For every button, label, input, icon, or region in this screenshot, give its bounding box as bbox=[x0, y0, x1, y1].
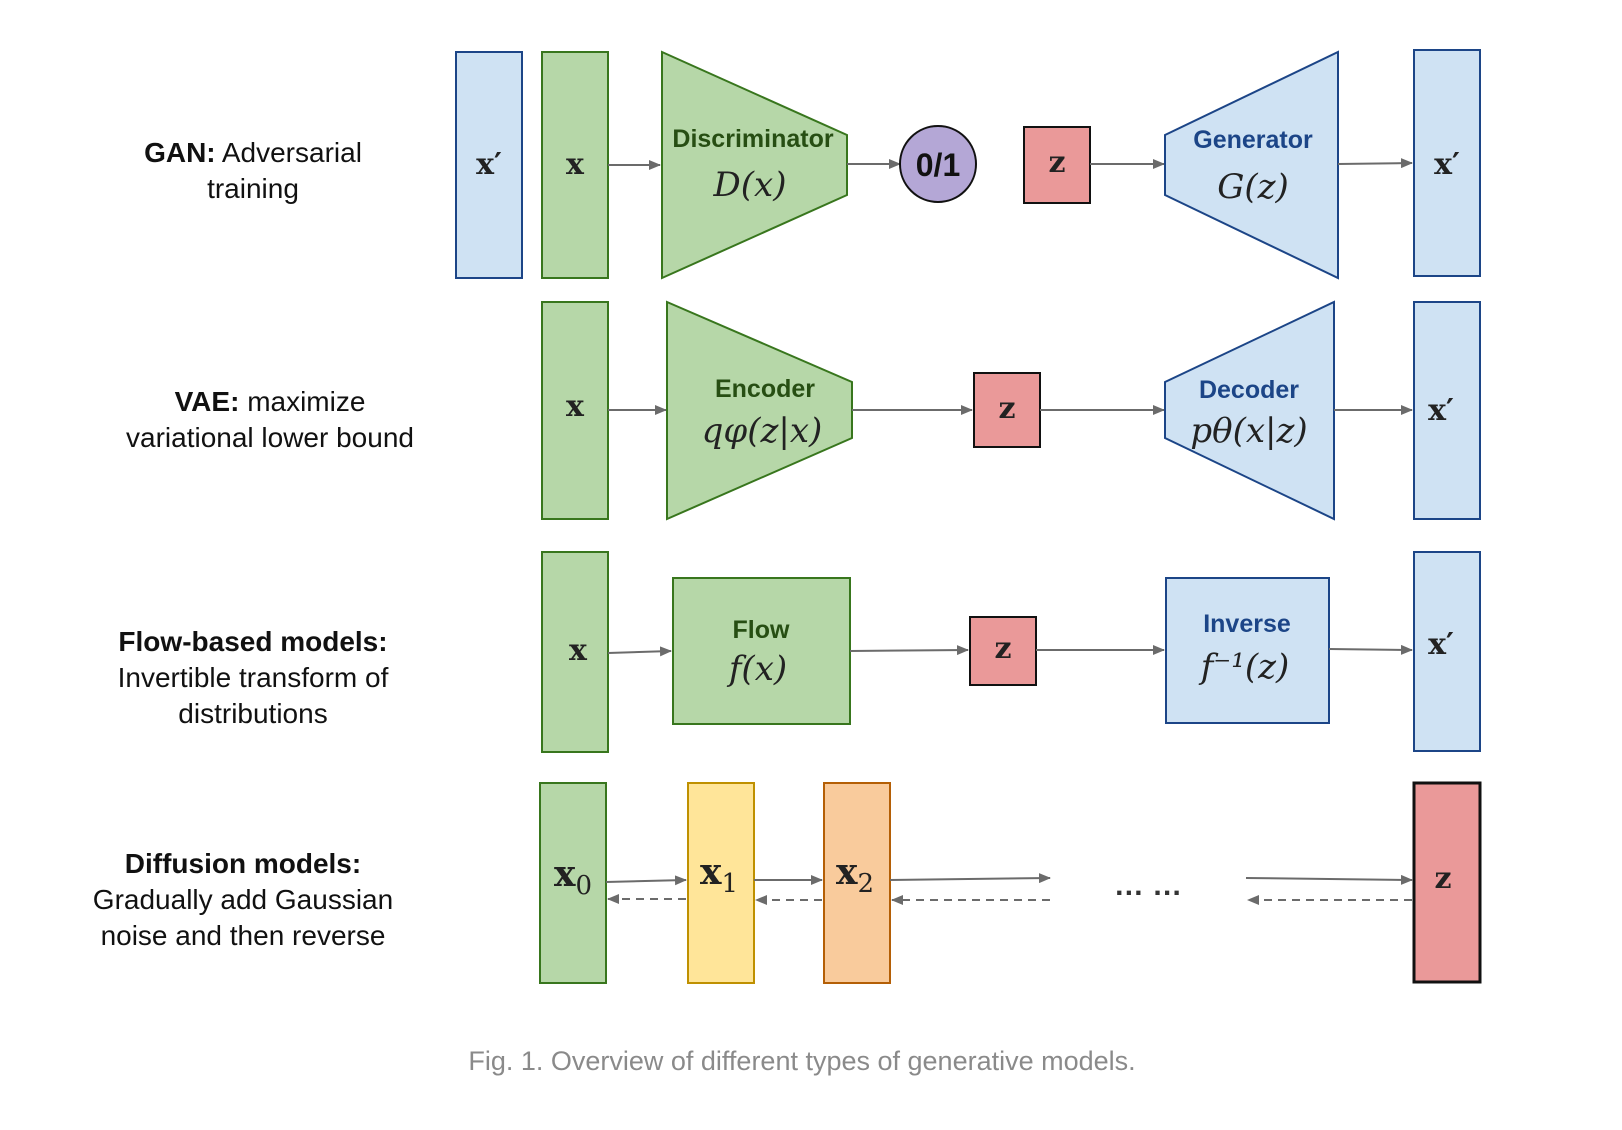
diffusion-x2-block bbox=[823, 782, 891, 984]
diffusion-forward-arrow-to-z bbox=[1245, 874, 1413, 885]
diffusion-x1-block bbox=[687, 782, 755, 984]
generator-title: Generator bbox=[1193, 126, 1313, 154]
generator-math: G(z) bbox=[1217, 167, 1289, 207]
decoder-math: pθ(x|z) bbox=[1190, 411, 1307, 451]
diffusion-row: Diffusion models: Gradually add Gaussian… bbox=[93, 781, 1482, 984]
gan-arrow-to-output-sample bbox=[1337, 158, 1413, 169]
gan-row: GAN: Adversarial training x′ x Discrimin… bbox=[144, 49, 1481, 280]
flow-label-line1: Flow-based models: bbox=[118, 626, 387, 657]
diffusion-label-line1: Diffusion models: bbox=[125, 848, 361, 879]
flow-arrow-to-output bbox=[1328, 644, 1413, 655]
diffusion-x0-label: x0 bbox=[554, 853, 592, 901]
flow-x-prime-label: x′ bbox=[1428, 627, 1454, 662]
flow-row: Flow-based models: Invertible transform … bbox=[118, 551, 1481, 753]
flow-arrow-flow-to-z bbox=[849, 645, 969, 656]
diffusion-forward-arrow-2-on bbox=[889, 873, 1051, 884]
gan-output-node bbox=[899, 125, 977, 203]
vae-x-label: x bbox=[566, 389, 585, 424]
encoder-trapezoid bbox=[666, 300, 853, 521]
discriminator-trapezoid bbox=[661, 50, 848, 280]
diffusion-forward-arrow-0-1 bbox=[605, 875, 687, 886]
gan-generated-sample-block bbox=[1413, 49, 1481, 277]
flow-x-label: x bbox=[569, 633, 588, 668]
vae-z-label: z bbox=[998, 391, 1015, 426]
inverse-title: Inverse bbox=[1203, 610, 1291, 638]
vae-label-line1: VAE: maximize bbox=[175, 386, 366, 417]
figure-caption: Fig. 1. Overview of different types of g… bbox=[468, 1046, 1135, 1076]
gan-x-label: x bbox=[566, 147, 585, 182]
vae-output-block bbox=[1413, 301, 1481, 520]
diffusion-latent-block bbox=[1412, 781, 1482, 984]
flow-math: f(x) bbox=[726, 649, 787, 689]
flow-input-block bbox=[541, 551, 609, 753]
flow-arrow-x-to-flow bbox=[607, 646, 672, 657]
diffusion-z-label: z bbox=[1434, 861, 1451, 896]
encoder-math: qφ(z|x) bbox=[702, 411, 823, 451]
vae-row: VAE: maximize variational lower bound x … bbox=[126, 300, 1481, 521]
inverse-math: f⁻¹(z) bbox=[1198, 647, 1290, 687]
flow-transform-box bbox=[672, 577, 851, 725]
gan-x-prime-label: x′ bbox=[476, 147, 502, 182]
vae-latent-block bbox=[973, 372, 1041, 448]
diffusion-x1-label: x1 bbox=[700, 851, 738, 899]
diffusion-ellipsis: … … bbox=[1114, 869, 1182, 902]
gan-label-line1: GAN: Adversarial bbox=[144, 137, 362, 168]
flow-label-line3: distributions bbox=[178, 698, 327, 729]
gan-z-label: z bbox=[1048, 145, 1065, 180]
diffusion-x2-label: x2 bbox=[836, 851, 874, 899]
generator-trapezoid bbox=[1164, 50, 1339, 280]
gan-output-x-prime-label: x′ bbox=[1434, 147, 1460, 182]
flow-latent-block bbox=[969, 616, 1037, 686]
decoder-title: Decoder bbox=[1199, 376, 1299, 404]
flow-label-line2: Invertible transform of bbox=[118, 662, 389, 693]
flow-title: Flow bbox=[733, 616, 790, 644]
gan-latent-block bbox=[1023, 126, 1091, 204]
gan-input-block bbox=[541, 51, 609, 279]
flow-output-block bbox=[1413, 551, 1481, 752]
discriminator-math: D(x) bbox=[713, 165, 787, 205]
encoder-title: Encoder bbox=[715, 375, 815, 403]
gan-output-label: 0/1 bbox=[916, 147, 960, 183]
diffusion-x0-block bbox=[539, 782, 607, 984]
flow-inverse-box bbox=[1165, 577, 1330, 724]
decoder-trapezoid bbox=[1164, 300, 1335, 521]
vae-label-line2: variational lower bound bbox=[126, 422, 414, 453]
vae-x-prime-label: x′ bbox=[1428, 393, 1454, 428]
diffusion-label-line2: Gradually add Gaussian bbox=[93, 884, 393, 915]
gan-label-line2: training bbox=[207, 173, 299, 204]
diffusion-label-line3: noise and then reverse bbox=[101, 920, 386, 951]
flow-z-label: z bbox=[994, 631, 1011, 666]
gan-real-sample-block bbox=[455, 51, 523, 279]
discriminator-title: Discriminator bbox=[672, 125, 833, 153]
